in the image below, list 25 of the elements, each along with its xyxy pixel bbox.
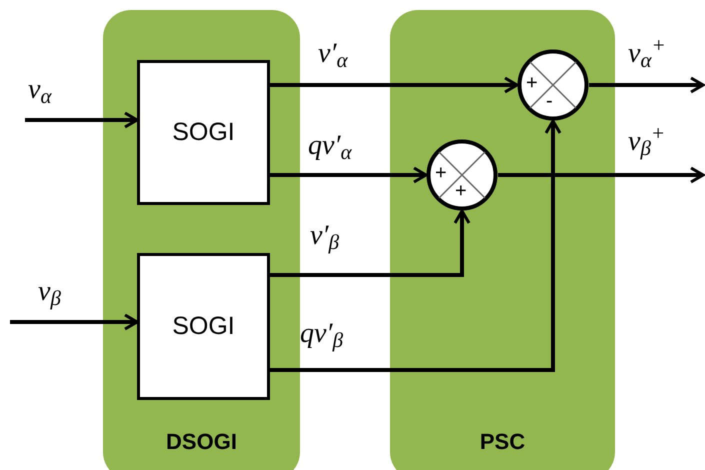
signal-arrow <box>270 210 470 277</box>
block-label: SOGI <box>172 310 235 342</box>
signal-arrow <box>270 120 562 372</box>
signal-arrow <box>270 76 518 94</box>
sign-text: + <box>435 162 447 184</box>
summing-junction <box>517 49 589 121</box>
signal-label: qv′$_{α}$ <box>308 132 352 160</box>
sign-text: - <box>546 90 553 112</box>
panel-title: DSOGI <box>165 428 238 456</box>
block-box <box>137 60 270 205</box>
signal-arrow <box>270 166 428 184</box>
signal-arrow <box>10 314 138 330</box>
group-panel <box>390 10 615 470</box>
sign-text: + <box>455 180 467 202</box>
block-label: SOGI <box>172 116 235 148</box>
signal-arrow <box>25 112 138 128</box>
panel-title: PSC <box>478 428 526 456</box>
signal-arrow <box>498 166 704 184</box>
group-panel <box>103 10 300 470</box>
summing-junction <box>426 139 498 211</box>
signal-arrow <box>589 76 704 94</box>
signal-label: v′$_{α}$ <box>318 40 348 68</box>
block-box <box>137 253 270 400</box>
sign-text: + <box>526 72 538 94</box>
signal-label: v$_{α}$ <box>28 76 52 104</box>
